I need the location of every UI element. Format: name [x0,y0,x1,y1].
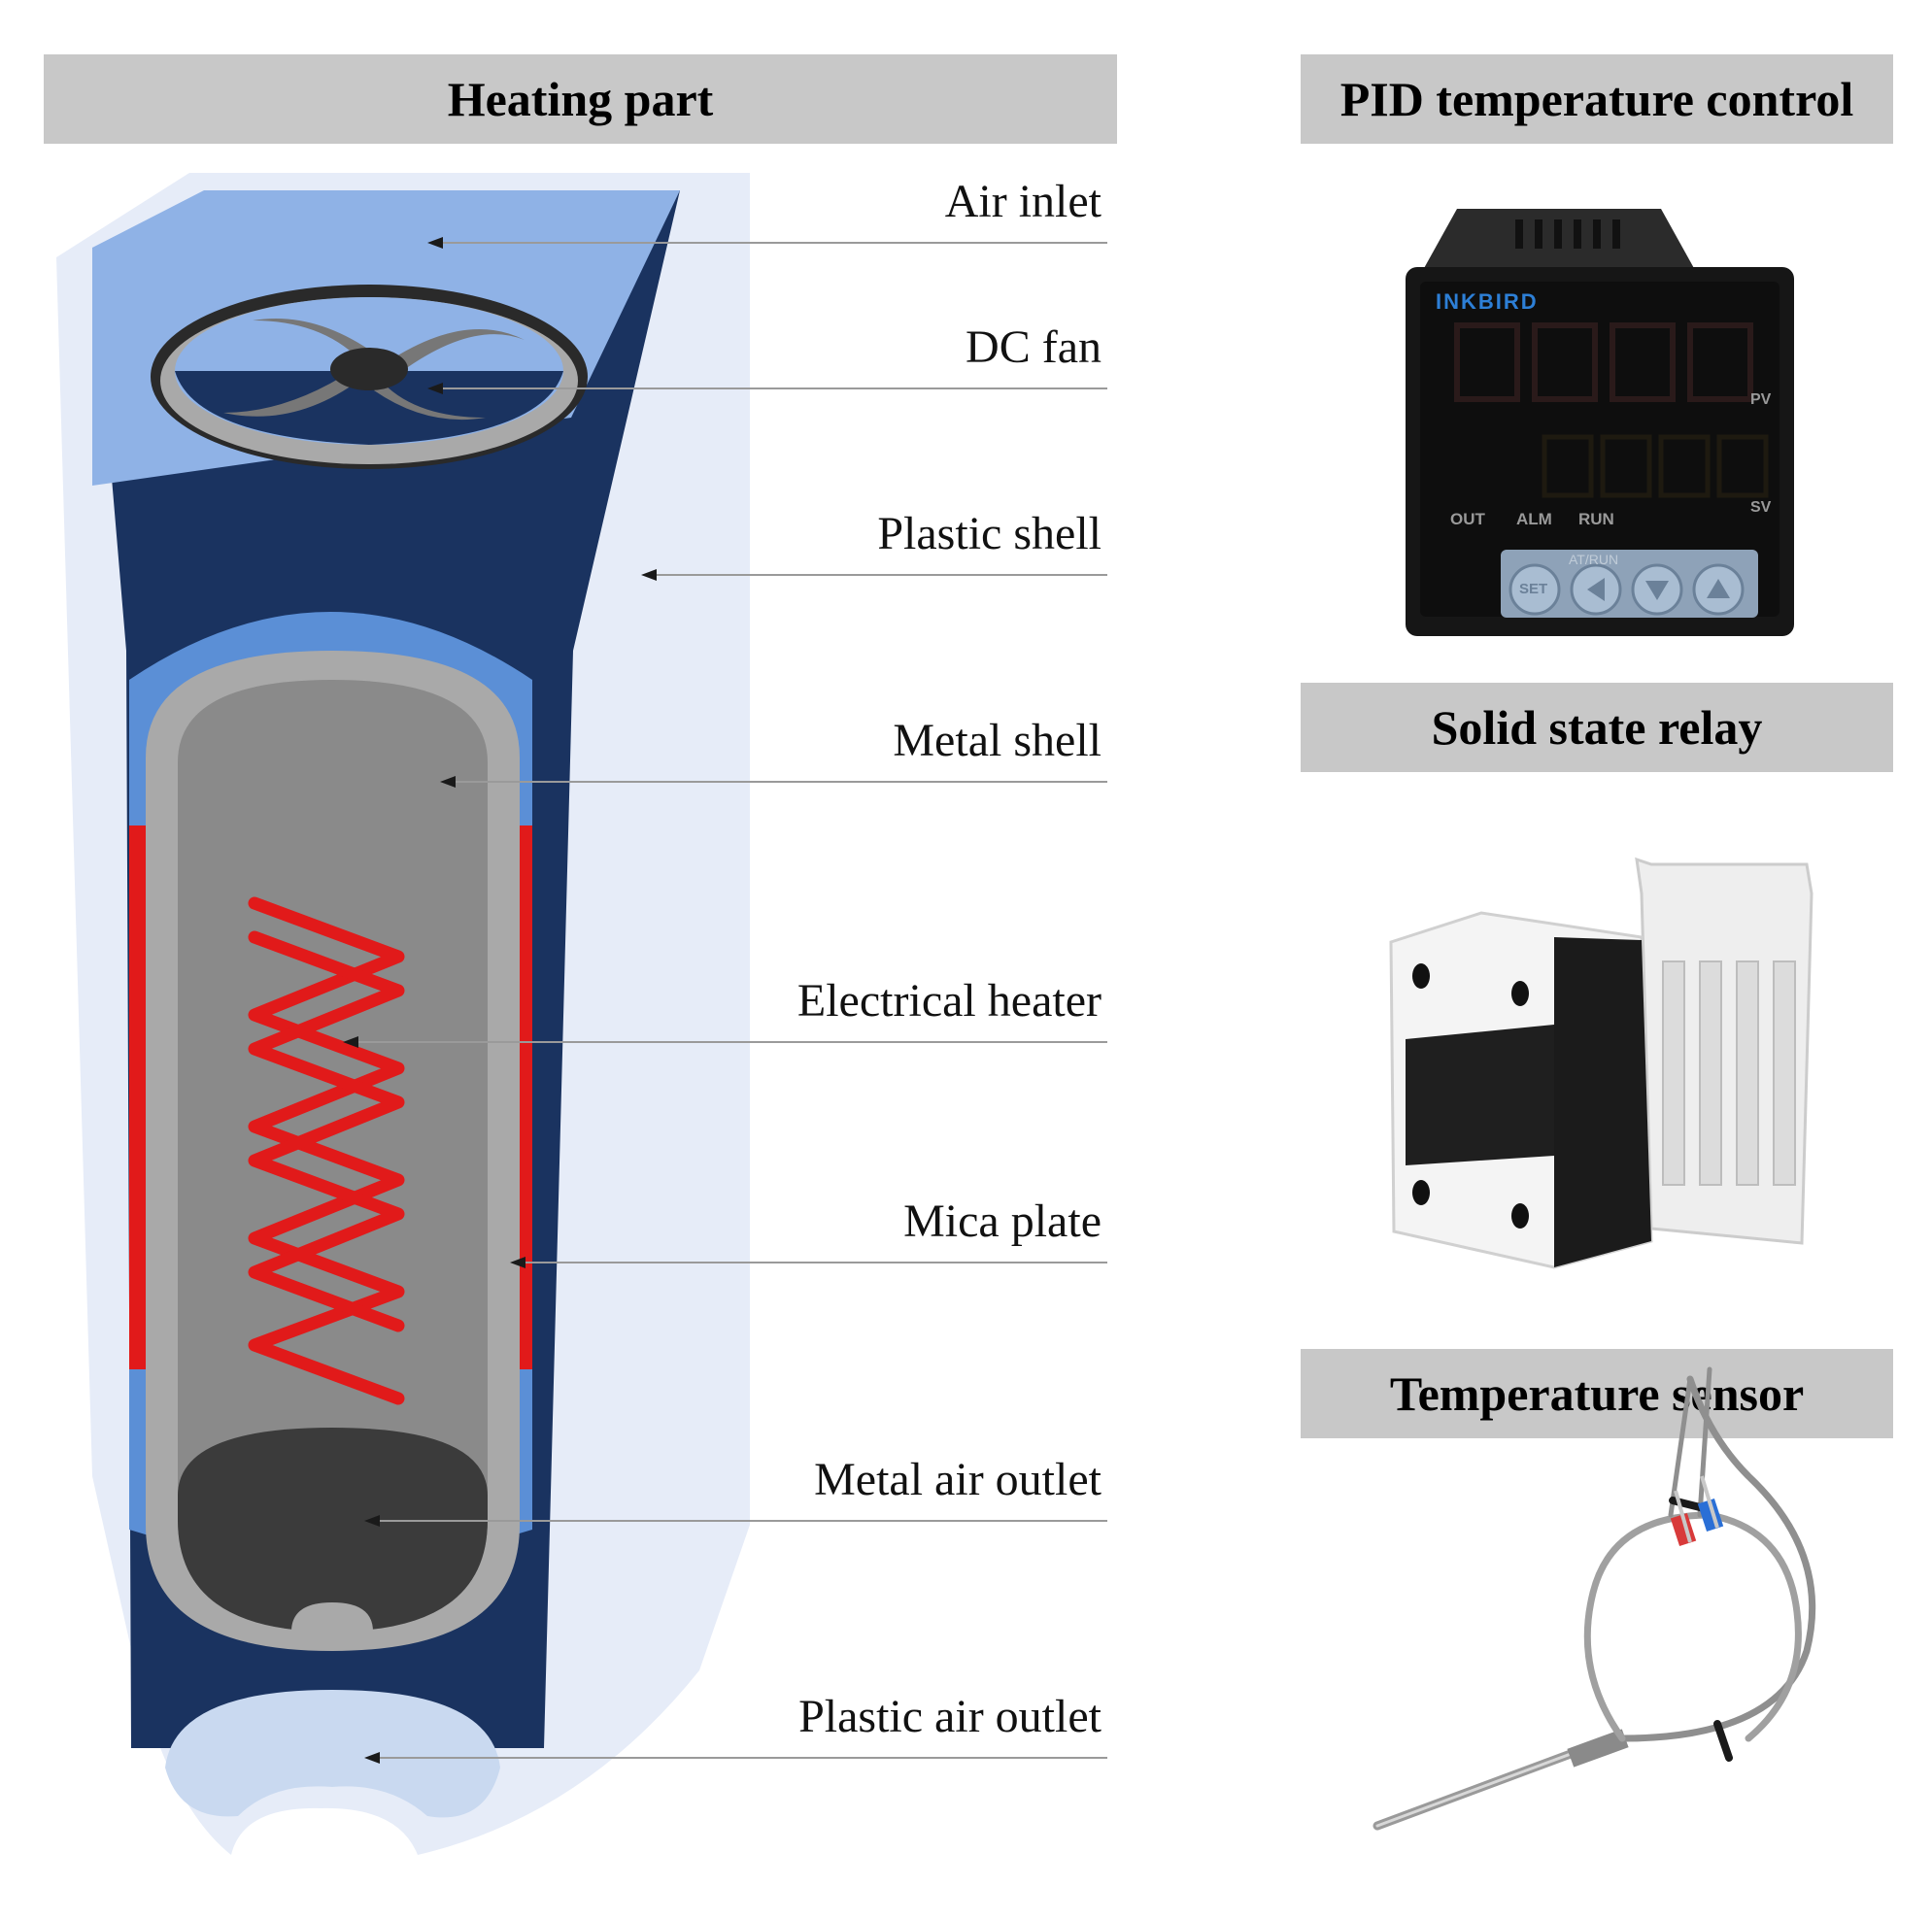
metal-air-outlet-shape [178,1428,488,1632]
air-inlet-label: Air inlet [944,176,1102,227]
pid-control-header: PID temperature control [1301,54,1893,144]
alm-indicator: ALM [1516,510,1552,528]
metal-air-outlet-label: Metal air outlet [814,1454,1102,1505]
solid-state-relay-header: Solid state relay [1301,683,1893,772]
metal-outlet-notch [291,1602,373,1632]
temperature-sensor-header: Temperature sensor [1301,1349,1893,1438]
pv-display [1454,322,1753,402]
plastic-shell-label: Plastic shell [877,508,1102,559]
plastic-air-outlet-shape [165,1690,500,1818]
sensor-lead-colors [1670,1475,1724,1547]
out-indicator: OUT [1450,510,1485,528]
run-indicator: RUN [1578,510,1614,528]
electrical-heater-label: Electrical heater [797,975,1102,1027]
pv-label: PV [1750,391,1772,408]
dc-fan-label: DC fan [966,321,1102,373]
heating-part-header: Heating part [44,54,1117,144]
inkbird-brand-logo: INKBIRD [1436,289,1539,314]
pid-controller-device [1406,209,1794,636]
metal-shell-label: Metal shell [893,715,1102,766]
mica-plate-label: Mica plate [903,1196,1102,1247]
at-run-label: AT/RUN [1569,552,1619,567]
set-button-label: SET [1519,581,1548,597]
sv-label: SV [1750,499,1772,516]
plastic-air-outlet-label: Plastic air outlet [798,1691,1102,1742]
leader-arrowheads [343,237,657,1764]
dc-fan-icon [151,285,588,469]
electrical-heater-coil [248,896,405,1405]
leader-lines [348,242,1107,1759]
temperature-sensor-device [1373,1366,1816,1831]
solid-state-relay-device [1389,857,1813,1269]
sv-display [1542,434,1769,498]
